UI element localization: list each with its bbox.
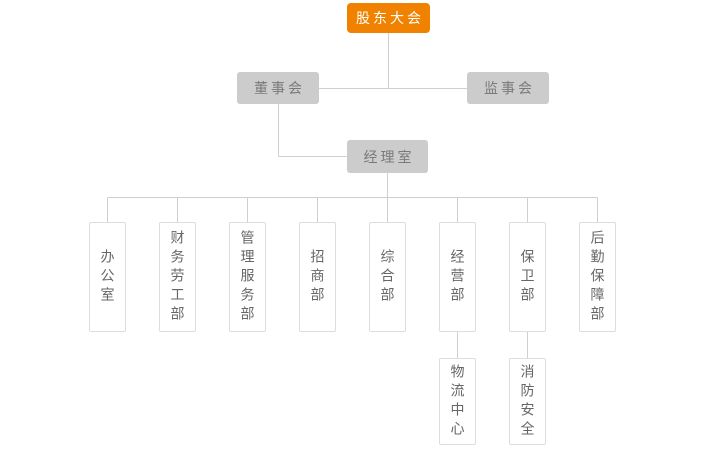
org-node-office: 办公室 <box>89 222 126 332</box>
org-node-security-dept: 保卫部 <box>509 222 546 332</box>
org-node-fire-safety: 消防安全 <box>509 358 546 445</box>
org-node-board-of-directors: 董事会 <box>237 72 319 104</box>
org-node-logistics-support-dept: 后勤保障部 <box>579 222 616 332</box>
org-node-general-dept: 综合部 <box>369 222 406 332</box>
org-node-manager-office: 经理室 <box>347 140 428 173</box>
org-node-operations-dept: 经营部 <box>439 222 476 332</box>
org-node-shareholders-meeting: 股东大会 <box>347 3 430 33</box>
org-node-management-services-dept: 管理服务部 <box>229 222 266 332</box>
org-node-investment-promotion-dept: 招商部 <box>299 222 336 332</box>
org-node-finance-labor-dept: 财务劳工部 <box>159 222 196 332</box>
org-node-logistics-center: 物流中心 <box>439 358 476 445</box>
org-node-supervisory-board: 监事会 <box>467 72 549 104</box>
